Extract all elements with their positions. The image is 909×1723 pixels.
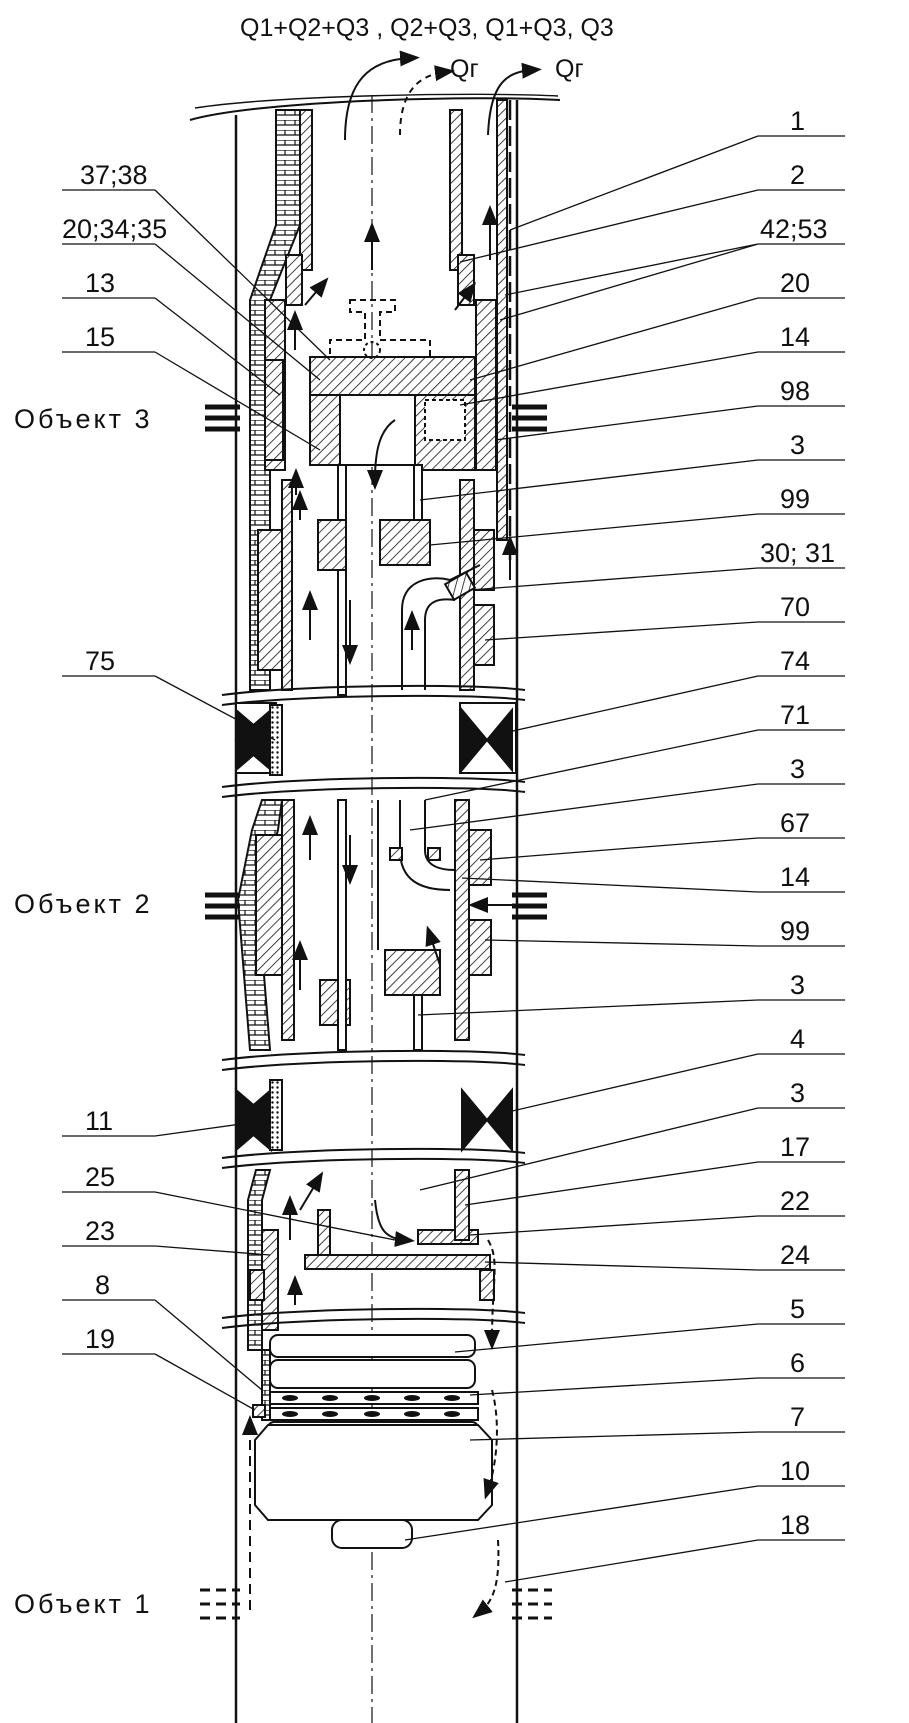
flow-arrows-middle (292, 815, 515, 990)
label-l-10: 19 (85, 1324, 115, 1354)
label-l-6: 11 (85, 1106, 113, 1136)
label-r-16: 99 (780, 916, 810, 946)
packer-upper (221, 684, 526, 798)
labels-left: 37;38 20;34;35 13 15 75 11 25 23 8 19 (62, 160, 167, 1354)
leader-lines (62, 135, 845, 1583)
label-r-21: 22 (780, 1186, 810, 1216)
label-r-25: 7 (790, 1402, 805, 1432)
object-2-label: Объект 2 (14, 889, 152, 919)
label-l-5: 75 (85, 646, 115, 676)
label-r-20: 17 (780, 1132, 810, 1162)
label-r-11: 74 (780, 646, 810, 676)
label-r-7: 3 (790, 430, 805, 460)
label-l-8: 23 (85, 1216, 115, 1246)
labels-right: 1 2 42;53 20 14 98 3 99 30; 31 70 74 71 … (760, 106, 835, 1540)
label-r-19: 3 (790, 1078, 805, 1108)
gas-flow-label-left: Qг (450, 55, 479, 83)
lower-module (221, 1169, 526, 1549)
flow-arrows-lower (242, 1171, 501, 1619)
label-l-4: 15 (85, 322, 115, 352)
label-r-24: 6 (790, 1348, 805, 1378)
object-3-label: Объект 3 (14, 404, 152, 434)
perforations-object-1 (200, 1588, 552, 1620)
label-r-18: 4 (790, 1024, 805, 1054)
label-r-6: 98 (780, 376, 810, 406)
label-l-1: 37;38 (80, 160, 148, 190)
upper-module (249, 99, 512, 696)
perforations-object-2 (205, 892, 547, 920)
perforations-object-3 (205, 404, 547, 432)
label-r-8: 99 (780, 484, 810, 514)
label-r-17: 3 (790, 970, 805, 1000)
object-1-label: Объект 1 (14, 1589, 152, 1619)
label-r-22: 24 (780, 1240, 810, 1270)
label-r-12: 71 (780, 700, 810, 730)
gas-flow-label-right: Qг (555, 55, 584, 83)
label-l-3: 13 (85, 268, 115, 298)
label-r-15: 14 (780, 862, 810, 892)
label-r-2: 2 (790, 160, 805, 190)
outflow-arrows (344, 50, 542, 141)
label-r-1: 1 (790, 106, 805, 136)
label-r-5: 14 (780, 322, 810, 352)
flow-arrows-upper (287, 205, 518, 665)
label-l-9: 8 (95, 1270, 110, 1300)
label-r-9: 30; 31 (760, 538, 835, 568)
label-r-10: 70 (780, 592, 810, 622)
label-l-2: 20;34;35 (62, 214, 167, 244)
label-r-13: 3 (790, 754, 805, 784)
intake-holes (282, 1395, 460, 1417)
label-r-4: 20 (780, 268, 810, 298)
label-r-14: 67 (780, 808, 810, 838)
label-l-7: 25 (85, 1162, 115, 1192)
label-r-26: 10 (780, 1456, 810, 1486)
packer-lower (221, 1049, 526, 1169)
middle-module (236, 799, 492, 1051)
label-r-23: 5 (790, 1294, 805, 1324)
label-r-3: 42;53 (760, 214, 828, 244)
top-formula: Q1+Q2+Q3 , Q2+Q3, Q1+Q3, Q3 (240, 14, 614, 42)
label-r-27: 18 (780, 1510, 810, 1540)
